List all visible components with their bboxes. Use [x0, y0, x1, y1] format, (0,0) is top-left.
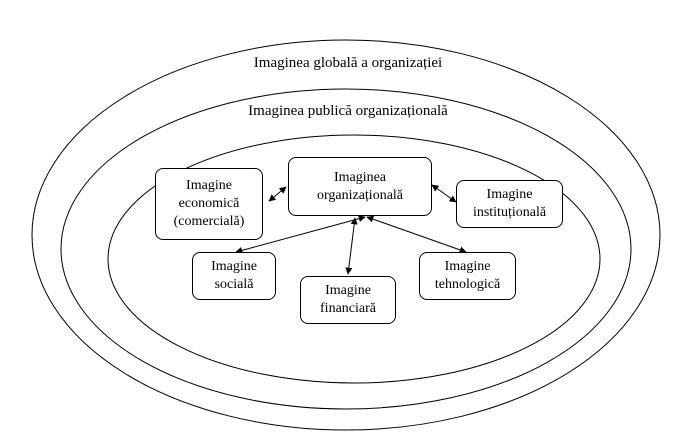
node-social-image: Imagine socială	[192, 252, 276, 300]
node-financial-line-2: financiară	[320, 301, 376, 316]
arrow-center-financial	[345, 217, 358, 275]
node-social-line-1: Imagine	[211, 259, 257, 274]
node-institutional-line-2: instituțională	[472, 205, 547, 220]
arrow-center-social	[235, 215, 366, 254]
middle-ring-label: Imaginea publică organizațională	[248, 103, 448, 119]
arrow-center-economic	[268, 186, 287, 202]
node-organizational-line-2: organizațională	[316, 187, 404, 203]
inner-ellipse	[107, 134, 601, 384]
arrow-center-institutional	[431, 184, 457, 203]
middle-ellipse	[60, 88, 632, 410]
node-financial-image: Imagine financiară	[300, 276, 396, 324]
node-technological-line-1: Imagine	[444, 259, 491, 274]
outer-ring-label: Imaginea globală a organizației	[253, 55, 443, 71]
node-economic-image: Imagine economică (comercială)	[155, 168, 263, 240]
node-economic-line-3: (comercială)	[173, 214, 245, 229]
node-organizational-line-1: Imaginea	[333, 169, 387, 185]
node-economic-line-2: economică	[178, 196, 240, 211]
node-institutional-line-1: Imagine	[486, 187, 533, 202]
node-social-line-2: socială	[214, 277, 254, 292]
node-technological-line-2: tehnologică	[434, 277, 501, 292]
node-economic-line-1: Imagine	[186, 178, 232, 193]
outer-ellipse	[31, 39, 661, 431]
node-organizational-image: Imaginea organizațională	[288, 157, 432, 216]
node-institutional-image: Imagine instituțională	[456, 180, 563, 228]
arrow-center-technological	[366, 215, 467, 254]
node-technological-image: Imagine tehnologică	[419, 252, 516, 300]
node-financial-line-1: Imagine	[325, 283, 371, 298]
